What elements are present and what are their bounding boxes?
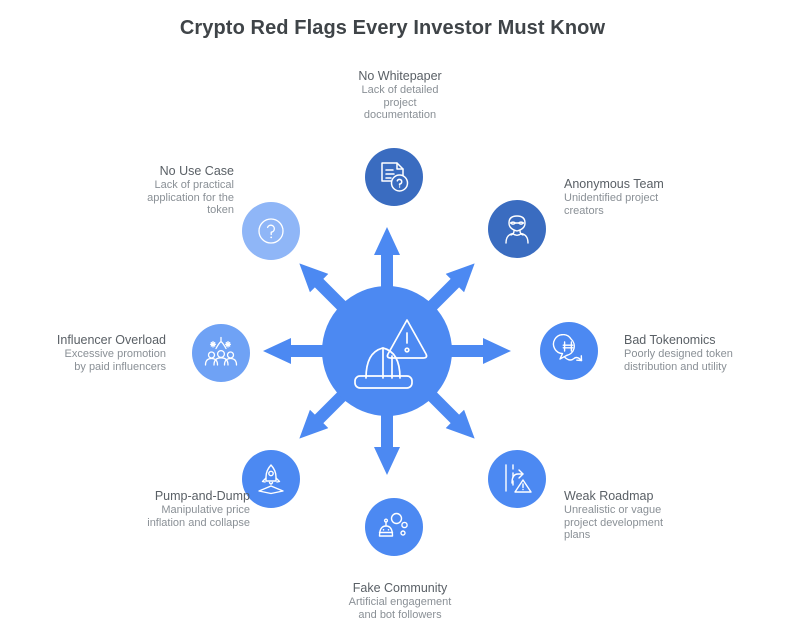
label-desc-line: plans xyxy=(564,529,591,542)
page-title: Crypto Red Flags Every Investor Must Kno… xyxy=(179,17,606,39)
node-bad-tokenomics[interactable] xyxy=(540,322,598,380)
label-desc-line: project xyxy=(383,96,417,109)
warning-hardhat-icon xyxy=(354,319,428,389)
label-desc-line: Excessive promotion xyxy=(64,348,167,360)
label-title: Anonymous Team xyxy=(564,177,664,191)
label-desc-line: Artificial engagement xyxy=(348,596,452,608)
node-anonymous-team[interactable] xyxy=(488,200,546,258)
label-desc-line: Unrealistic or vague xyxy=(564,504,662,516)
label-desc-line: application for the xyxy=(147,191,234,204)
label-desc-line: distribution and utility xyxy=(624,360,727,373)
label-anonymous-team: Anonymous Team Unidentified project crea… xyxy=(564,177,734,217)
rocket-launch-icon xyxy=(258,464,284,495)
masked-person-icon xyxy=(505,215,529,244)
node-no-use-case[interactable] xyxy=(242,202,300,260)
label-desc-line: project development xyxy=(564,516,664,529)
label-title: Pump-and-Dump xyxy=(154,489,250,503)
label-desc-line: inflation and collapse xyxy=(147,516,250,529)
question-circle-icon xyxy=(258,218,284,244)
label-pump-and-dump: Pump-and-Dump Manipulative price inflati… xyxy=(98,489,250,529)
label-desc-line: Lack of practical xyxy=(154,179,234,191)
label-desc-line: Unidentified project xyxy=(564,192,659,204)
label-bad-tokenomics: Bad Tokenomics Poorly designed token dis… xyxy=(624,333,784,373)
label-desc-line: creators xyxy=(564,204,604,217)
currency-down-arrow-icon xyxy=(552,334,583,362)
label-weak-roadmap: Weak Roadmap Unrealistic or vague projec… xyxy=(564,489,734,542)
node-fake-community[interactable] xyxy=(365,498,423,556)
label-fake-community: Fake Community Artificial engagement and… xyxy=(319,581,481,621)
label-no-whitepaper: No Whitepaper Lack of detailed project d… xyxy=(324,69,476,122)
node-no-whitepaper[interactable] xyxy=(365,148,423,206)
document-question-icon xyxy=(381,162,409,192)
label-title: Weak Roadmap xyxy=(564,489,654,503)
crowd-sparkle-icon xyxy=(204,336,238,366)
bot-bubbles-icon xyxy=(378,512,408,537)
node-weak-roadmap[interactable] xyxy=(488,450,546,508)
label-desc-line: Poorly designed token xyxy=(624,348,733,360)
roadmap-warning-icon xyxy=(505,464,532,493)
label-title: Bad Tokenomics xyxy=(624,333,716,347)
label-desc-line: Manipulative price xyxy=(161,504,250,516)
label-no-use-case: No Use Case Lack of practical applicatio… xyxy=(94,164,234,217)
label-title: No Use Case xyxy=(159,164,234,178)
label-desc-line: and bot followers xyxy=(358,608,442,621)
label-desc-line: by paid influencers xyxy=(74,360,166,373)
label-title: No Whitepaper xyxy=(358,69,442,83)
label-desc-line: Lack of detailed xyxy=(361,84,439,96)
label-title: Fake Community xyxy=(352,581,448,595)
label-influencer-overload: Influencer Overload Excessive promotion … xyxy=(38,333,166,373)
label-desc-line: documentation xyxy=(363,109,437,122)
hub-circle[interactable] xyxy=(322,286,452,416)
node-influencer-overload[interactable] xyxy=(192,324,250,382)
node-pump-and-dump[interactable] xyxy=(242,450,300,508)
label-title: Influencer Overload xyxy=(56,333,166,347)
label-desc-line: token xyxy=(207,204,234,217)
